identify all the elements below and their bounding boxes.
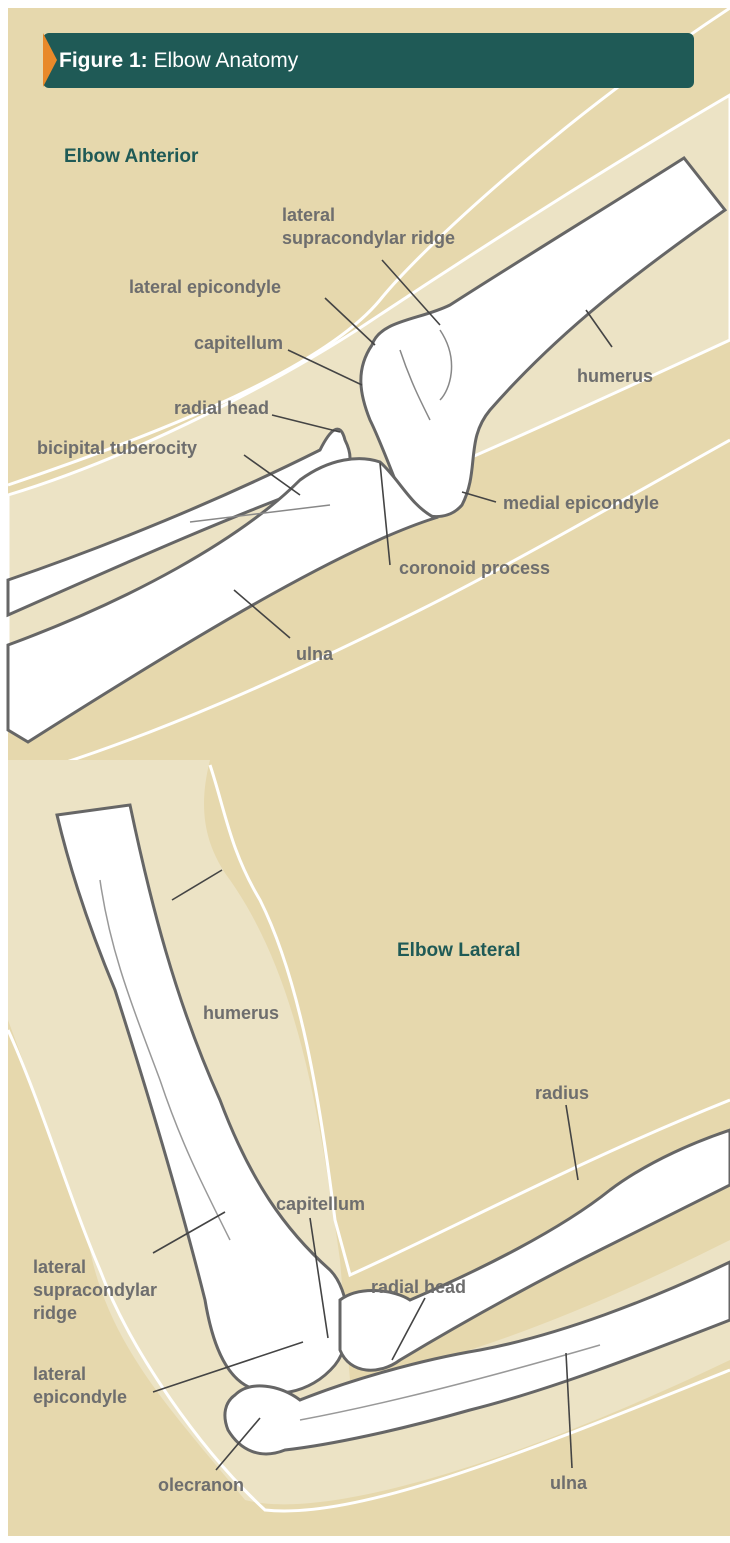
lateral-label-olecranon: olecranon — [158, 1474, 244, 1497]
anterior-label-lateral-supracondylar-ridge: lateral supracondylar ridge — [282, 204, 455, 250]
lateral-label-ulna: ulna — [550, 1472, 587, 1495]
lateral-section-title: Elbow Lateral — [397, 940, 521, 962]
anterior-label-bicipital-tuberocity: bicipital tuberocity — [37, 437, 197, 460]
anterior-section-title: Elbow Anterior — [64, 146, 198, 168]
anterior-label-coronoid-process: coronoid process — [399, 557, 550, 580]
lateral-label-capitellum: capitellum — [276, 1193, 365, 1216]
figure-header: Figure 1: Elbow Anatomy — [43, 33, 694, 88]
anterior-label-humerus: humerus — [577, 365, 653, 388]
anterior-label-radial-head: radial head — [174, 397, 269, 420]
lateral-label-humerus: humerus — [203, 1002, 279, 1025]
anterior-label-lateral-epicondyle: lateral epicondyle — [129, 276, 281, 299]
lateral-label-lateral-supracondylar-ridge: lateral supracondylar ridge — [33, 1256, 157, 1325]
lateral-label-lateral-epicondyle: lateral epicondyle — [33, 1363, 127, 1409]
figure-title: Elbow Anatomy — [154, 49, 299, 72]
figure-prefix: Figure 1: — [59, 49, 148, 72]
lateral-label-radius: radius — [535, 1082, 589, 1105]
lateral-label-radial-head: radial head — [371, 1276, 466, 1299]
anterior-label-medial-epicondyle: medial epicondyle — [503, 492, 659, 515]
anterior-label-capitellum: capitellum — [194, 332, 283, 355]
header-arrow-icon — [43, 33, 57, 87]
anterior-label-ulna: ulna — [296, 643, 333, 666]
